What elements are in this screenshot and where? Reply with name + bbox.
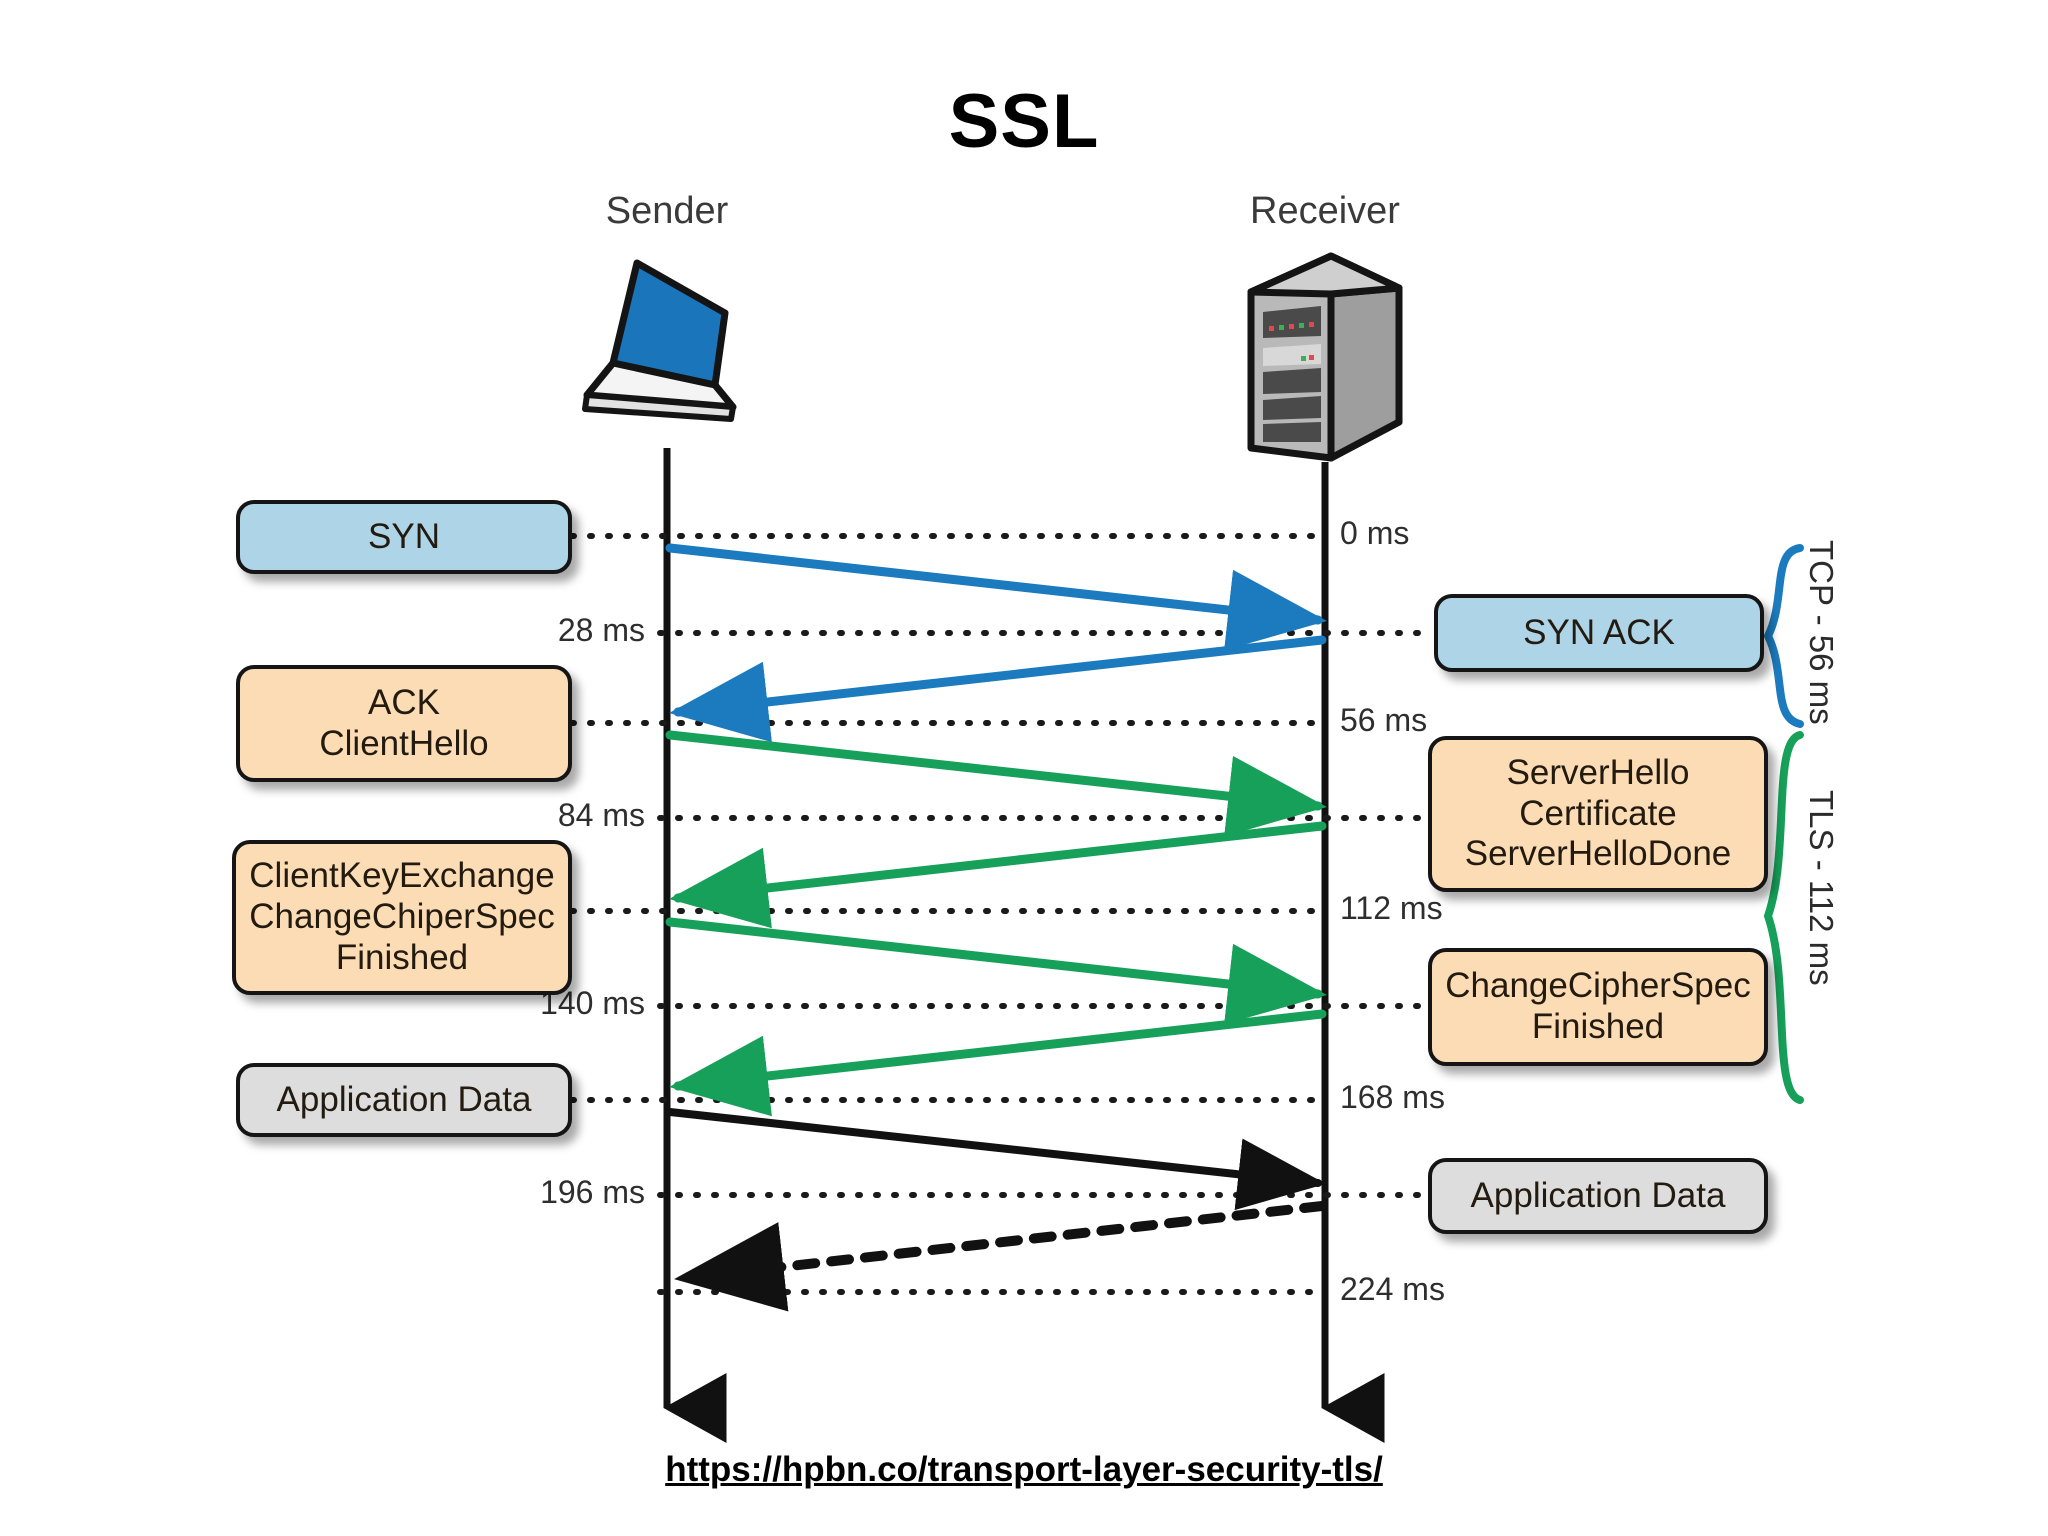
- message-box-serverhello[interactable]: ServerHello Certificate ServerHelloDone: [1428, 736, 1768, 892]
- message-line: ACK: [368, 682, 440, 722]
- time-label-56ms: 56 ms: [1340, 702, 1428, 738]
- message-line: Certificate: [1519, 793, 1677, 833]
- sender-label: Sender: [605, 190, 729, 232]
- time-label-112ms: 112 ms: [1340, 890, 1443, 926]
- message-line: ClientHello: [319, 723, 489, 763]
- time-label-84ms: 84 ms: [557, 797, 645, 833]
- arrow-app-data-in: [674, 1201, 1327, 1312]
- message-box-application-data-left[interactable]: Application Data: [236, 1063, 572, 1137]
- message-box-syn-ack[interactable]: SYN ACK: [1434, 594, 1764, 672]
- tcp-brace-label: TCP - 56 ms: [1803, 540, 1840, 725]
- message-box-ack-clienthello[interactable]: ACK ClientHello: [236, 665, 572, 782]
- message-line: ServerHelloDone: [1464, 834, 1732, 874]
- time-label-0ms: 0 ms: [1340, 515, 1410, 551]
- source-url-link[interactable]: https://hpbn.co/transport-layer-security…: [665, 1450, 1383, 1489]
- message-line: ServerHello: [1506, 752, 1690, 792]
- arrow-syn: [665, 543, 1327, 651]
- arrow-app-data-out: [666, 1108, 1326, 1211]
- message-line: Finished: [335, 937, 469, 977]
- server-icon: [1245, 252, 1405, 464]
- time-label-28ms: 28 ms: [557, 612, 645, 648]
- arrow-ack-clienthello: [665, 730, 1327, 837]
- arrow-clientkeyexchange: [665, 917, 1327, 1025]
- arrow-changecipherspec: [669, 1009, 1327, 1117]
- time-label-224ms: 224 ms: [1340, 1271, 1445, 1307]
- tcp-brace: [1763, 544, 1804, 728]
- tls-brace: [1763, 731, 1804, 1104]
- arrow-serverhello: [669, 821, 1327, 929]
- message-line: ChangeChiperSpec: [249, 897, 555, 937]
- message-line: Application Data: [276, 1079, 532, 1119]
- message-line: ChangeCipherSpec: [1445, 966, 1751, 1006]
- message-box-clientkeyexchange[interactable]: ClientKeyExchange ChangeChiperSpec Finis…: [232, 840, 572, 995]
- time-label-196ms: 196 ms: [540, 1174, 645, 1210]
- time-label-168ms: 168 ms: [1340, 1079, 1445, 1115]
- message-box-syn[interactable]: SYN: [236, 500, 572, 574]
- message-box-changecipherspec[interactable]: ChangeCipherSpec Finished: [1428, 948, 1768, 1066]
- message-line: Finished: [1531, 1007, 1665, 1046]
- message-line: SYN: [368, 516, 440, 556]
- arrow-syn-ack: [669, 635, 1327, 743]
- tls-brace-label: TLS - 112 ms: [1803, 790, 1840, 986]
- page-title: SSL: [948, 79, 1100, 164]
- message-box-application-data-right[interactable]: Application Data: [1428, 1158, 1768, 1234]
- message-arrows: [665, 543, 1327, 1312]
- receiver-label: Receiver: [1250, 190, 1400, 232]
- message-line: Application Data: [1470, 1175, 1726, 1215]
- message-line: ClientKeyExchange: [249, 856, 555, 896]
- message-line: SYN ACK: [1523, 612, 1675, 652]
- laptop-icon: [565, 255, 775, 445]
